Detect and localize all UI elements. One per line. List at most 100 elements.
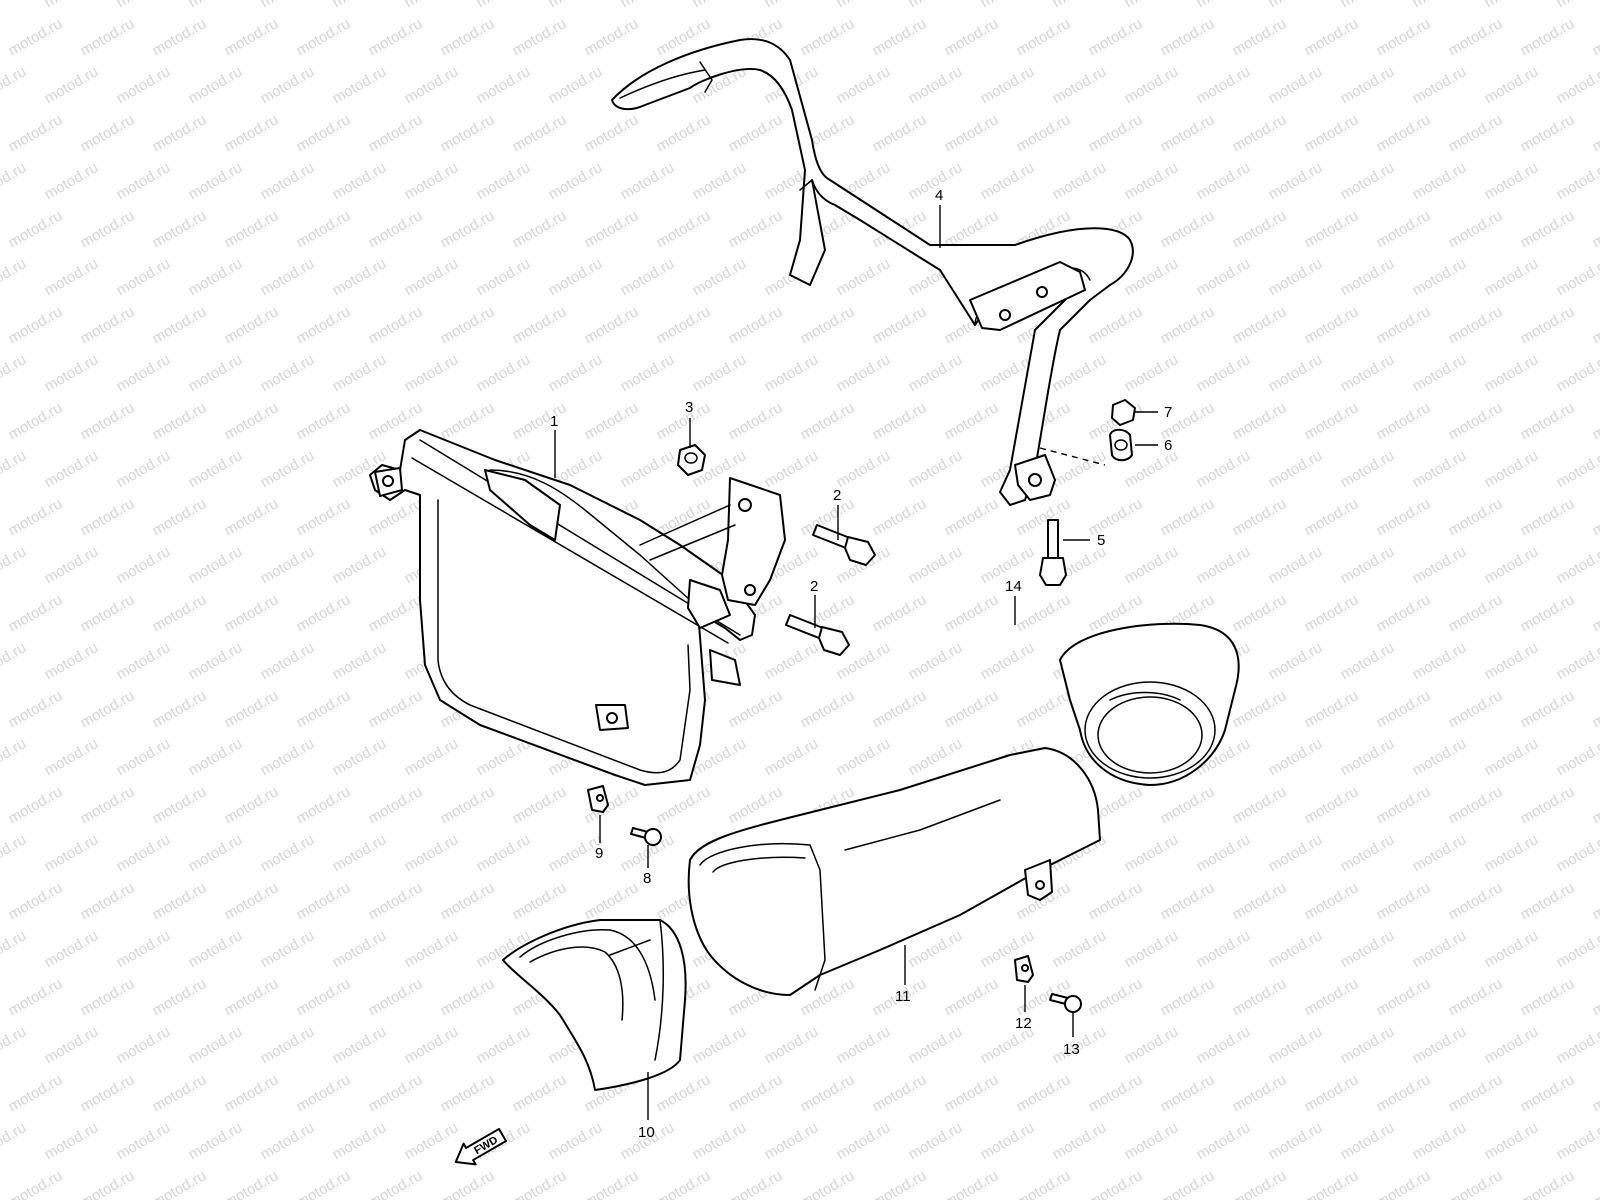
watermark-text: motod.ru (1230, 207, 1290, 251)
watermark-text: motod.ru (1086, 111, 1146, 155)
watermark-text: motod.ru (798, 399, 858, 443)
watermark-text: motod.ru (366, 591, 426, 635)
watermark-text: motod.ru (150, 1167, 210, 1200)
watermark-text: motod.ru (438, 975, 498, 1019)
watermark-text: motod.ru (726, 399, 786, 443)
watermark-text: motod.ru (546, 0, 606, 11)
callout-13: 13 (1063, 1041, 1080, 1058)
watermark-text: motod.ru (1410, 447, 1470, 491)
watermark-text: motod.ru (42, 1023, 102, 1067)
part-11-main-duct (687, 747, 1101, 996)
watermark-text: motod.ru (1266, 639, 1326, 683)
watermark-text: motod.ru (870, 1167, 930, 1200)
watermark-text: motod.ru (6, 879, 66, 923)
watermark-text: motod.ru (222, 399, 282, 443)
watermark-text: motod.ru (1374, 495, 1434, 539)
watermark-text: motod.ru (366, 111, 426, 155)
watermark-text: motod.ru (1158, 495, 1218, 539)
callout-3: 3 (685, 399, 693, 416)
watermark-text: motod.ru (438, 15, 498, 59)
watermark-text: motod.ru (1266, 927, 1326, 971)
watermark-text: motod.ru (906, 639, 966, 683)
watermark-text: motod.ru (78, 111, 138, 155)
leader-lines (554, 205, 1158, 1120)
watermark-text: motod.ru (1338, 1119, 1398, 1163)
watermark-text: motod.ru (0, 831, 29, 875)
watermark-text: motod.ru (402, 735, 462, 779)
watermark-text: motod.ru (1302, 15, 1362, 59)
watermark-text: motod.ru (0, 639, 29, 683)
watermark-text: motod.ru (330, 255, 390, 299)
watermark-text: motod.ru (150, 879, 210, 923)
watermark-text: motod.ru (1518, 687, 1578, 731)
watermark-text: motod.ru (0, 447, 29, 491)
watermark-text: motod.ru (1446, 879, 1506, 923)
watermark-text: motod.ru (978, 63, 1038, 107)
watermark-text: motod.ru (870, 303, 930, 347)
watermark-text: motod.ru (1302, 591, 1362, 635)
watermark-text: motod.ru (1338, 1023, 1398, 1067)
watermark-text: motod.ru (1266, 1119, 1326, 1163)
watermark-text: motod.ru (1482, 255, 1542, 299)
watermark-text: motod.ru (258, 1119, 318, 1163)
watermark-text: motod.ru (1014, 687, 1074, 731)
watermark-text: motod.ru (294, 1071, 354, 1115)
watermark-text: motod.ru (1410, 0, 1470, 11)
watermark-text: motod.ru (1050, 63, 1110, 107)
watermark-text: motod.ru (438, 1071, 498, 1115)
watermark-text: motod.ru (1086, 15, 1146, 59)
watermark-text: motod.ru (6, 783, 66, 827)
watermark-text: motod.ru (870, 687, 930, 731)
watermark-text: motod.ru (510, 1071, 570, 1115)
watermark-text: motod.ru (1194, 1119, 1254, 1163)
watermark-text: motod.ru (330, 639, 390, 683)
watermark-text: motod.ru (1554, 639, 1600, 683)
watermark-text: motod.ru (1302, 1071, 1362, 1115)
watermark-text: motod.ru (1482, 63, 1542, 107)
watermark-text: motod.ru (654, 111, 714, 155)
watermark-text: motod.ru (42, 735, 102, 779)
watermark-text: motod.ru (1374, 1071, 1434, 1115)
watermark-text: motod.ru (114, 447, 174, 491)
watermark-text: motod.ru (1302, 975, 1362, 1019)
watermark-text: motod.ru (0, 351, 29, 395)
watermark-text: motod.ru (1482, 831, 1542, 875)
watermark-text: motod.ru (0, 1119, 29, 1163)
watermark-text: motod.ru (474, 255, 534, 299)
watermark-text: motod.ru (1194, 351, 1254, 395)
callout-2: 2 (810, 578, 818, 595)
watermark-text: motod.ru (474, 63, 534, 107)
watermark-text: motod.ru (258, 1023, 318, 1067)
watermark-text: motod.ru (1590, 591, 1600, 635)
watermark-text: motod.ru (258, 63, 318, 107)
watermark-text: motod.ru (294, 399, 354, 443)
watermark-text: motod.ru (150, 15, 210, 59)
watermark-text: motod.ru (366, 1167, 426, 1200)
watermark-text: motod.ru (1482, 159, 1542, 203)
watermark-text: motod.ru (78, 1167, 138, 1200)
part-4-upper-frame (611, 38, 1134, 506)
watermark-text: motod.ru (114, 639, 174, 683)
watermark-text: motod.ru (222, 111, 282, 155)
watermark-text: motod.ru (1446, 111, 1506, 155)
watermark-text: motod.ru (1590, 15, 1600, 59)
watermark-text: motod.ru (6, 111, 66, 155)
watermark-text: motod.ru (978, 0, 1038, 11)
watermark-text: motod.ru (150, 111, 210, 155)
watermark-text: motod.ru (258, 639, 318, 683)
watermark-text: motod.ru (42, 63, 102, 107)
part-14-duct-ring (1059, 622, 1240, 786)
watermark-text: motod.ru (1410, 63, 1470, 107)
watermark-text: motod.ru (1446, 495, 1506, 539)
watermark-text: motod.ru (690, 159, 750, 203)
watermark-text: motod.ru (510, 207, 570, 251)
watermark-text: motod.ru (726, 687, 786, 731)
watermark-text: motod.ru (1338, 543, 1398, 587)
watermark-text: motod.ru (186, 351, 246, 395)
callout-labels: 1 2 2 3 4 5 6 7 8 9 10 11 12 13 14 (550, 187, 1172, 1141)
watermark-text: motod.ru (726, 111, 786, 155)
watermark-text: motod.ru (1446, 687, 1506, 731)
watermark-text: motod.ru (1518, 1167, 1578, 1200)
watermark-text: motod.ru (402, 0, 462, 11)
